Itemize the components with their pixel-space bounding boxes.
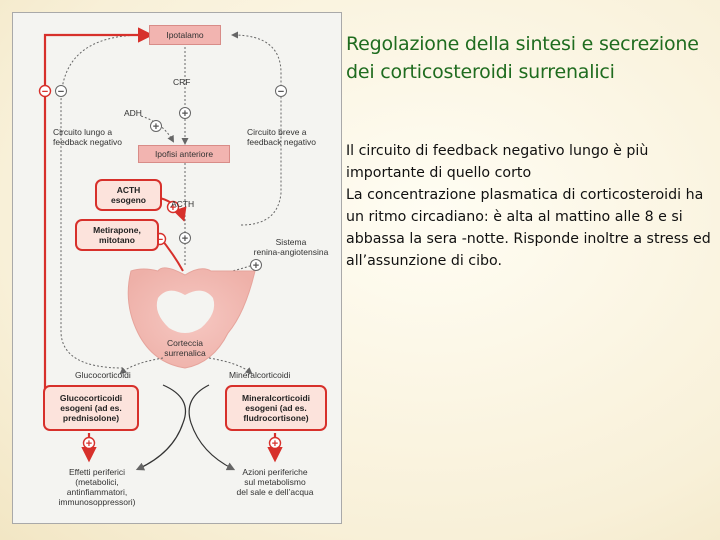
mineral-output-arrow xyxy=(208,357,253,375)
hpa-axis-diagram: − − − + + + − + + + + Ipotalamo CRF ADH … xyxy=(12,12,342,524)
long-loop-line-2: feedback negativo xyxy=(53,137,122,147)
plus-text-gluco-effects: + xyxy=(86,438,92,450)
plus-text-mineral-effects: + xyxy=(272,438,278,450)
plus-text-acth: + xyxy=(182,233,188,245)
actions-line-2: sul metabolismo xyxy=(244,477,306,487)
long-feedback-loop xyxy=(60,31,145,369)
plus-text-acth-exogenous: + xyxy=(170,202,176,214)
minus-text-metirapone: − xyxy=(157,234,163,246)
gluco-output-arrow xyxy=(119,357,164,375)
slide-body: Il circuito di feedback negativo lungo è… xyxy=(346,140,716,272)
exogenous-feedback-line xyxy=(43,27,154,408)
acth-exogenous-line-2: esogeno xyxy=(111,195,146,205)
gluco-exogenous-line-2: esogeni (ad es. xyxy=(60,403,122,413)
body-paragraph-2: La concentrazione plasmatica di corticos… xyxy=(346,187,711,269)
metirapone-line-2: mitotano xyxy=(99,235,135,245)
peripheral-actions-label: Azioni periferiche sul metabolismo del s… xyxy=(219,467,331,497)
plus-text-crf: + xyxy=(182,108,188,120)
mineralocorticoids-label: Mineralcorticoidi xyxy=(229,370,291,380)
mineral-exogenous-line-3: fludrocortisone) xyxy=(243,413,309,423)
diagram-arrows: − − − + + + − + + + + xyxy=(38,27,287,471)
effects-line-3: antinfiammatori, xyxy=(66,487,128,497)
mineral-exogenous-line-2: esogeni (ad es. xyxy=(245,403,307,413)
minus-text-short-loop: − xyxy=(278,86,284,98)
actions-line-3: del sale e dell’acqua xyxy=(236,487,314,497)
gluco-exogenous-line-1: Glucocorticoidi xyxy=(59,393,123,403)
plus-text-adh: + xyxy=(153,121,159,133)
plus-sign-mineral-effects xyxy=(268,436,282,450)
acth-exogenous-line-1: ACTH xyxy=(116,185,141,195)
glucocorticoids-label: Glucocorticoidi xyxy=(75,370,131,380)
effects-line-1: Effetti periferici xyxy=(68,467,126,477)
renin-line-1: Sistema xyxy=(275,237,307,247)
minus-sign-long-loop xyxy=(55,85,67,97)
body-paragraph-1: Il circuito di feedback negativo lungo è… xyxy=(346,143,649,181)
minus-text-exogenous-loop: − xyxy=(42,86,48,98)
adrenal-cortex-label: Corteccia surrenalica xyxy=(153,338,217,358)
renin-line-2: renina-angiotensina xyxy=(253,247,329,257)
anterior-pituitary-box: Ipofisi anteriore xyxy=(138,145,230,163)
actions-line-1: Azioni periferiche xyxy=(242,467,308,477)
short-loop-line-1: Circuito breve a xyxy=(247,127,307,137)
adrenal-medulla xyxy=(156,290,215,333)
cortex-line-2: surrenalica xyxy=(164,348,206,358)
slide-title: Regolazione della sintesi e secrezione d… xyxy=(346,33,699,83)
exogenous-glucocorticoids-box: Glucocorticoidi esogeni (ad es. predniso… xyxy=(43,385,139,431)
mineral-exogenous-line-1: Mineralcorticoidi xyxy=(241,393,310,403)
gluco-effects-arrow xyxy=(135,384,187,471)
plus-text-renin: + xyxy=(253,260,259,272)
minus-sign-exogenous-loop xyxy=(38,84,52,98)
metirapone-box: Metirapone, mitotano xyxy=(75,219,159,251)
plus-sign-renin xyxy=(250,259,262,271)
metirapone-line-1: Metirapone, xyxy=(93,225,141,235)
minus-sign-short-loop xyxy=(275,85,287,97)
plus-sign-crf xyxy=(179,107,191,119)
long-loop-label: Circuito lungo a feedback negativo xyxy=(53,127,122,147)
effects-line-2: (metabolici, xyxy=(75,477,119,487)
plus-sign-gluco-effects xyxy=(82,436,96,450)
acth-label: ACTH xyxy=(171,199,195,209)
gluco-exogenous-line-3: prednisolone) xyxy=(62,413,120,423)
plus-sign-acth-exogenous xyxy=(166,200,180,214)
short-loop-line-2: feedback negativo xyxy=(247,137,316,147)
effects-line-4: immunosoppressori) xyxy=(58,497,136,507)
adh-label: ADH xyxy=(124,108,142,118)
short-loop-label: Circuito breve a feedback negativo xyxy=(247,127,316,147)
renin-angiotensin-label: Sistema renina-angiotensina xyxy=(249,237,333,257)
plus-sign-adh xyxy=(150,120,162,132)
peripheral-effects-label: Effetti periferici (metabolici, antinfia… xyxy=(47,467,147,507)
acth-exogenous-box: ACTH esogeno xyxy=(95,179,162,211)
cortex-line-1: Corteccia xyxy=(167,338,203,348)
plus-sign-acth xyxy=(179,232,191,244)
short-feedback-loop xyxy=(231,31,282,226)
hypothalamus-box: Ipotalamo xyxy=(149,25,221,45)
exogenous-mineralocorticoids-box: Mineralcorticoidi esogeni (ad es. fludro… xyxy=(225,385,327,431)
minus-text-long-loop: − xyxy=(58,86,64,98)
long-loop-line-1: Circuito lungo a xyxy=(53,127,113,137)
crf-label: CRF xyxy=(173,77,191,87)
mineral-effects-arrow xyxy=(188,384,236,471)
